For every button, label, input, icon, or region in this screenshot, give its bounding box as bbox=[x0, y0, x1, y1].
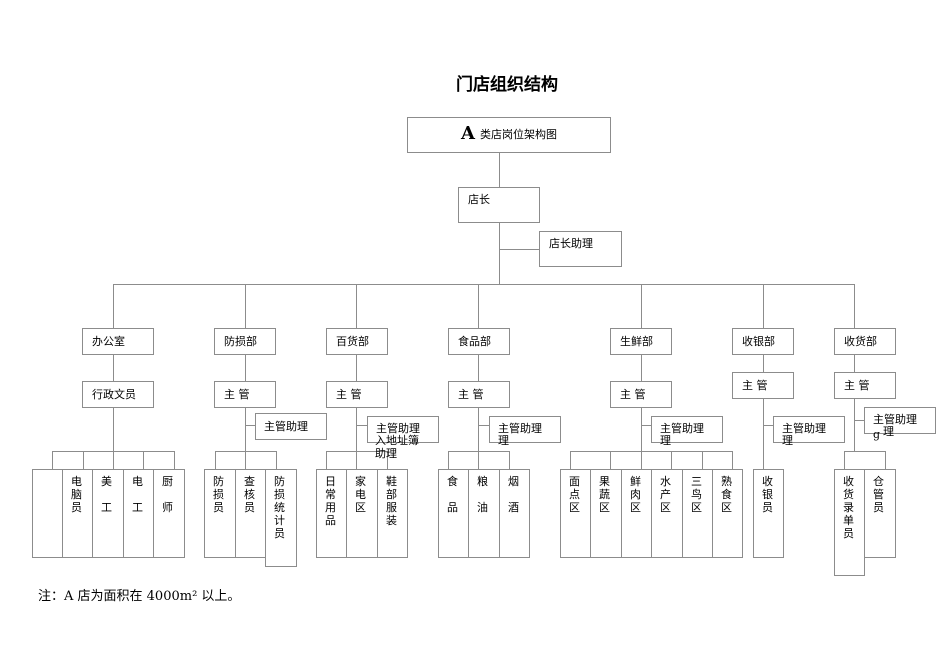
leaf-cook: 厨 师 bbox=[153, 469, 185, 558]
assistant-receiving-label: 主管助理 bbox=[873, 413, 917, 426]
leaf-artist: 美 工 bbox=[92, 469, 124, 558]
leaf-deli-zone: 熟 食 区 bbox=[712, 469, 743, 558]
assistant-food-overflow: 理 bbox=[498, 434, 509, 447]
leaf-office-blank bbox=[32, 469, 63, 558]
leaf-food: 食 品 bbox=[438, 469, 469, 558]
leaf-auditor: 查 核 员 bbox=[235, 469, 266, 558]
role-supervisor-general-node: 主 管 bbox=[326, 381, 388, 408]
leaf-computer-clerk: 电 脑 员 bbox=[62, 469, 93, 558]
dept-receiving-node: 收货部 bbox=[834, 328, 896, 355]
leaf-loss-officer: 防 损 员 bbox=[204, 469, 236, 558]
leaf-grain-oil: 粮 油 bbox=[468, 469, 500, 558]
assistant-receiving-overflow-text: 理 bbox=[883, 425, 894, 438]
page-title: 门店组织结构 bbox=[456, 75, 558, 95]
dept-office-node: 办公室 bbox=[82, 328, 154, 355]
assistant-fresh-node: 主管助理 理 bbox=[651, 416, 723, 447]
dept-fresh-node: 生鲜部 bbox=[610, 328, 672, 355]
role-admin-clerk-node: 行政文员 bbox=[82, 381, 154, 408]
leaf-produce-zone: 果 蔬 区 bbox=[590, 469, 622, 558]
leaf-appliance-zone: 家 电 区 bbox=[346, 469, 378, 558]
role-supervisor-food-node: 主 管 bbox=[448, 381, 510, 408]
assistant-cashier-label: 主管助理 bbox=[782, 422, 826, 435]
assistant-food-node: 主管助理 理 bbox=[489, 416, 561, 447]
role-supervisor-receiving-node: 主 管 bbox=[834, 372, 896, 399]
dept-cashier-node: 收银部 bbox=[732, 328, 794, 355]
leaf-poultry-zone: 三 鸟 区 bbox=[682, 469, 713, 558]
header-box: A 类店岗位架构图 bbox=[407, 117, 611, 153]
store-manager-node: 店长 bbox=[458, 187, 540, 223]
dept-food-node: 食品部 bbox=[448, 328, 510, 355]
assistant-fresh-overflow: 理 bbox=[660, 434, 671, 447]
leaf-bakery-zone: 面 点 区 bbox=[560, 469, 591, 558]
header-text: 类店岗位架构图 bbox=[480, 128, 558, 141]
dept-general-merchandise-node: 百货部 bbox=[326, 328, 388, 355]
assistant-general-label: 主管助理 bbox=[376, 422, 420, 435]
leaf-warehouse-keeper: 仓 管 员 bbox=[864, 469, 896, 558]
leaf-tobacco-liquor: 烟 酒 bbox=[499, 469, 530, 558]
assistant-general-node: 主管助理 bbox=[367, 416, 439, 443]
role-supervisor-cashier-node: 主 管 bbox=[732, 372, 794, 399]
dept-loss-prevention-node: 防损部 bbox=[214, 328, 276, 355]
leaf-receiving-entry-clerk: 收 货 录 单 员 bbox=[834, 469, 865, 576]
assistant-fresh-label: 主管助理 bbox=[660, 422, 704, 435]
leaf-cashier: 收 银 员 bbox=[753, 469, 784, 558]
leaf-meat-zone: 鲜 肉 区 bbox=[621, 469, 652, 558]
assistant-cashier-node: 主管助理 理 bbox=[773, 416, 845, 447]
store-manager-assistant-node: 店长助理 bbox=[539, 231, 622, 267]
assistant-food-label: 主管助理 bbox=[498, 422, 542, 435]
assistant-receiving-overlap-text: g bbox=[873, 428, 881, 441]
assistant-loss-node: 主管助理 bbox=[255, 413, 327, 440]
leaf-shoes-apparel: 鞋 部 服 装 bbox=[377, 469, 408, 558]
assistant-general-overflow-text: 助理 bbox=[375, 447, 397, 460]
footnote: 注：A 店为面积在 4000m² 以上。 bbox=[38, 589, 241, 604]
header-letter: A bbox=[460, 123, 475, 144]
assistant-receiving-node: 主管助理 bbox=[864, 407, 936, 434]
leaf-seafood-zone: 水 产 区 bbox=[651, 469, 683, 558]
role-supervisor-loss-node: 主 管 bbox=[214, 381, 276, 408]
leaf-loss-statistician: 防 损 统 计 员 bbox=[265, 469, 297, 567]
leaf-daily-goods: 日 常 用 品 bbox=[316, 469, 347, 558]
assistant-general-overlap-text: 入地址簿 bbox=[375, 434, 419, 447]
role-supervisor-fresh-node: 主 管 bbox=[610, 381, 672, 408]
leaf-electrician: 电 工 bbox=[123, 469, 154, 558]
assistant-cashier-overflow: 理 bbox=[782, 434, 793, 447]
